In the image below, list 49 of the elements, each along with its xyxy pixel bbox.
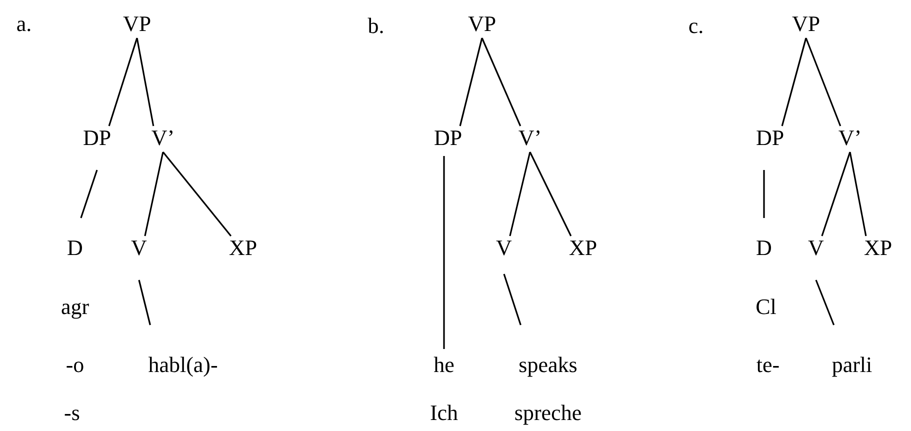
- tree-node-label: XP: [864, 237, 892, 259]
- tree-node-label: V’: [151, 127, 175, 149]
- tree-node-label: VP: [122, 13, 152, 35]
- tree-branch-line: [529, 152, 572, 236]
- tree-node-label: DP: [82, 127, 112, 149]
- tree-node-label: D: [67, 237, 83, 259]
- tree-node-label: V: [496, 237, 512, 259]
- tree-branch-line: [144, 152, 164, 236]
- tree-node-label: DP: [756, 127, 784, 149]
- tree-node-label: parli: [832, 354, 872, 376]
- morpheme-label: -o: [66, 354, 84, 376]
- tree-node-label: XP: [568, 237, 598, 259]
- tree-node-label: he: [434, 354, 454, 376]
- tree-branch-line: [821, 152, 851, 236]
- tree-branch-line: [162, 152, 232, 236]
- word-label: spreche: [514, 402, 582, 424]
- tree-branch-line: [763, 170, 765, 218]
- morpheme-label: -s: [64, 402, 80, 424]
- example-letter: c.: [688, 15, 704, 37]
- tree-node-label: V: [131, 237, 147, 259]
- tree-branch-line: [481, 38, 522, 126]
- tree-node-label: D: [756, 237, 772, 259]
- tree-node-label: speaks: [518, 354, 578, 376]
- tree-branch-line: [781, 38, 807, 126]
- feature-label: agr: [60, 296, 90, 318]
- feature-label: Cl: [756, 296, 776, 318]
- word-label: Ich: [430, 402, 458, 424]
- tree-node-label: habl(a)-: [148, 354, 218, 376]
- tree-branch-line: [509, 152, 531, 236]
- tree-branch-line: [459, 38, 483, 126]
- tree-node-label: VP: [792, 13, 820, 35]
- tree-branch-line: [815, 280, 835, 326]
- tree-node-label: XP: [228, 237, 258, 259]
- tree-branch-line: [108, 38, 138, 126]
- tree-node-label: V’: [518, 127, 542, 149]
- morpheme-label: te-: [756, 354, 780, 376]
- example-letter: b.: [368, 15, 384, 37]
- tree-branch-line: [138, 280, 151, 326]
- tree-node-label: V: [808, 237, 824, 259]
- tree-node-label: VP: [468, 13, 496, 35]
- tree-branch-line: [443, 156, 445, 349]
- tree-node-label: V’: [838, 127, 862, 149]
- example-letter: a.: [16, 13, 32, 35]
- tree-branch-line: [849, 152, 867, 236]
- tree-branch-line: [805, 38, 842, 126]
- tree-branch-line: [136, 38, 154, 126]
- tree-branch-line: [503, 274, 522, 326]
- tree-branch-line: [80, 170, 98, 218]
- tree-node-label: DP: [434, 127, 462, 149]
